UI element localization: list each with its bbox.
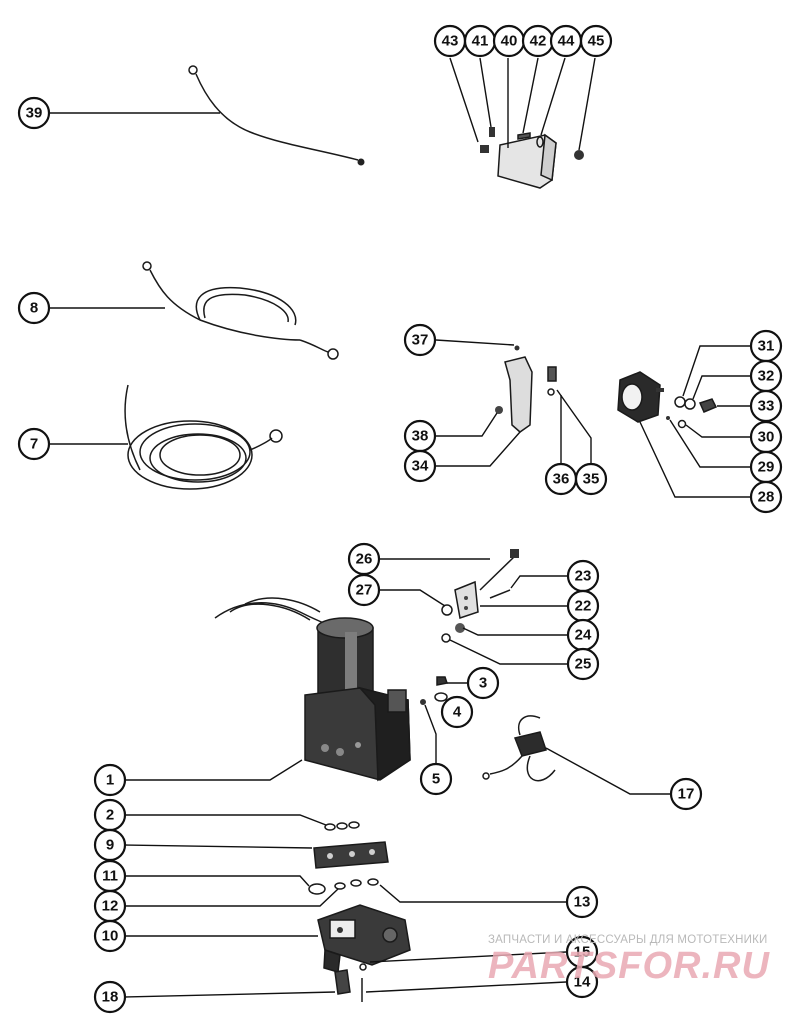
svg-text:43: 43 [442, 33, 459, 50]
part-11-12-13-rings [308, 878, 379, 895]
svg-text:30: 30 [758, 429, 775, 446]
svg-text:1: 1 [106, 772, 114, 789]
svg-text:23: 23 [575, 568, 592, 585]
callout-9: 9 [93, 828, 127, 862]
part-18-harness [482, 715, 556, 782]
callout-30: 30 [749, 420, 783, 454]
callout-31: 31 [749, 329, 783, 363]
callout-36: 36 [544, 462, 578, 496]
leader-lines [50, 57, 750, 998]
callout-13: 13 [565, 885, 599, 919]
svg-text:44: 44 [558, 33, 575, 50]
svg-text:11: 11 [102, 868, 118, 885]
svg-text:12: 12 [102, 898, 119, 915]
svg-text:15: 15 [574, 944, 591, 961]
callout-2: 2 [93, 798, 127, 832]
callout-14: 14 [565, 965, 599, 999]
svg-text:26: 26 [356, 551, 373, 568]
part-9-gasket [313, 841, 389, 869]
callout-39: 39 [17, 96, 51, 130]
part-34-bracket [495, 345, 557, 433]
callout-32: 32 [749, 359, 783, 393]
callout-26: 26 [347, 542, 381, 576]
svg-text:45: 45 [588, 33, 605, 50]
callout-25: 25 [566, 647, 600, 681]
svg-text:7: 7 [30, 436, 38, 453]
svg-text:29: 29 [758, 459, 775, 476]
part-3-4-5-fittings [420, 676, 448, 705]
svg-text:36: 36 [553, 471, 570, 488]
svg-text:10: 10 [102, 928, 119, 945]
callout-10: 10 [93, 919, 127, 953]
callout-8: 8 [17, 291, 51, 325]
callout-33: 33 [749, 389, 783, 423]
callout-44: 44 [549, 24, 583, 58]
part-1-pump-motor [214, 597, 411, 782]
part-10-valve-body [317, 904, 411, 973]
svg-text:17: 17 [678, 786, 695, 803]
svg-text:5: 5 [432, 771, 440, 788]
callout-37: 37 [403, 323, 437, 357]
callout-41: 41 [463, 24, 497, 58]
svg-text:4: 4 [453, 704, 462, 721]
svg-text:40: 40 [501, 33, 518, 50]
part-40-bracket-group [480, 127, 584, 189]
callout-17: 18 [93, 980, 127, 1014]
svg-text:34: 34 [412, 458, 429, 475]
svg-text:27: 27 [356, 582, 373, 599]
svg-text:2: 2 [106, 807, 114, 824]
part-14-15-17-hardware [334, 963, 367, 1002]
callout-38: 38 [403, 419, 437, 453]
svg-text:14: 14 [574, 974, 591, 991]
callout-23: 23 [566, 559, 600, 593]
svg-text:35: 35 [583, 471, 600, 488]
callout-3: 3 [466, 666, 500, 700]
callout-29: 29 [749, 450, 783, 484]
svg-text:18: 18 [102, 989, 119, 1006]
watermark-caption: ЗАПЧАСТИ И АКСЕССУАРЫ ДЛЯ МОТОТЕХНИКИ [488, 934, 768, 946]
callout-22: 22 [566, 589, 600, 623]
svg-text:3: 3 [479, 675, 487, 692]
callout-1: 1 [93, 763, 127, 797]
svg-text:32: 32 [758, 368, 775, 385]
callout-24: 24 [566, 618, 600, 652]
part-39-cable [188, 65, 365, 166]
callout-42: 43 [433, 24, 467, 58]
svg-text:8: 8 [30, 300, 38, 317]
svg-text:33: 33 [758, 398, 775, 415]
callout-4: 4 [440, 695, 474, 729]
svg-text:42: 42 [530, 33, 547, 50]
part-7-cable-coil [124, 384, 283, 490]
callout-45: 45 [579, 24, 613, 58]
part-8-cable [142, 261, 339, 360]
callout-27: 27 [347, 573, 381, 607]
callout-11: 11 [93, 859, 127, 893]
svg-text:9: 9 [106, 837, 114, 854]
part-2-orings [324, 821, 360, 831]
callout-43: 42 [521, 24, 555, 58]
callout-34: 34 [403, 449, 437, 483]
svg-text:39: 39 [26, 105, 43, 122]
svg-text:37: 37 [412, 332, 429, 349]
callout-18: 17 [669, 777, 703, 811]
callout-35: 35 [574, 462, 608, 496]
watermark-logo: PARTSFOR.RU [488, 945, 770, 987]
callout-28: 28 [749, 480, 783, 514]
callout-12: 12 [93, 889, 127, 923]
callout-40: 40 [492, 24, 526, 58]
svg-text:22: 22 [575, 598, 592, 615]
svg-text:41: 41 [472, 33, 489, 50]
svg-text:24: 24 [575, 627, 592, 644]
callout-5: 5 [419, 762, 453, 796]
part-22-plate-group [441, 549, 519, 643]
callout-7: 7 [17, 427, 51, 461]
svg-text:25: 25 [575, 656, 592, 673]
svg-text:28: 28 [758, 489, 775, 506]
svg-text:31: 31 [758, 338, 775, 355]
svg-text:13: 13 [574, 894, 591, 911]
svg-text:38: 38 [412, 428, 429, 445]
part-28-solenoid [617, 371, 718, 429]
